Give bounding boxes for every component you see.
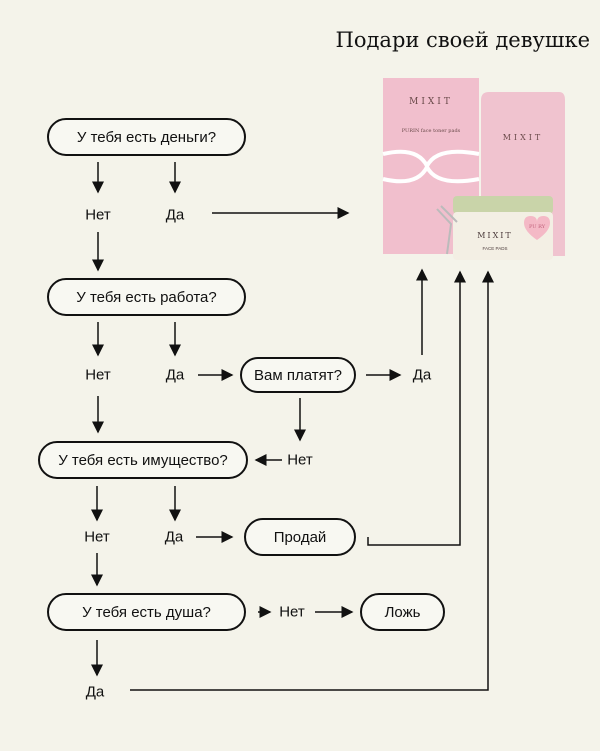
- question-soul: У тебя есть душа?: [47, 593, 246, 631]
- label-yes: Да: [165, 206, 185, 224]
- label-no: Нет: [85, 366, 111, 384]
- label-yes: Да: [85, 683, 105, 701]
- question-job: У тебя есть работа?: [47, 278, 246, 316]
- box-text: PURIN face toner pads: [402, 128, 461, 134]
- pouch-brand: MIXIT: [503, 133, 544, 142]
- label-no: Нет: [84, 528, 110, 546]
- arrow: [130, 270, 494, 691]
- jar-brand: MIXIT: [477, 231, 513, 240]
- sell-node: Продай: [244, 518, 356, 556]
- arrow: [367, 270, 466, 546]
- jar-text: FACE PADS: [483, 246, 508, 251]
- heart-icon: [524, 216, 550, 240]
- question-money: У тебя есть деньги?: [47, 118, 246, 156]
- label-no: Нет: [85, 206, 111, 224]
- label-yes: Да: [164, 528, 184, 546]
- lie-node: Ложь: [360, 593, 445, 631]
- brand-logo: MIXIT: [409, 97, 453, 107]
- label-yes: Да: [412, 366, 432, 384]
- label-no: Нет: [287, 451, 313, 469]
- product-image: MIXIT PURIN face toner pads MIXIT MIXIT …: [377, 74, 567, 264]
- label-no: Нет: [279, 603, 305, 621]
- heart-text: PU RY: [529, 224, 546, 230]
- page-title: Подари своей девушке: [335, 28, 590, 52]
- label-yes: Да: [165, 366, 185, 384]
- question-property: У тебя есть имущество?: [38, 441, 248, 479]
- question-paid: Вам платят?: [240, 357, 356, 393]
